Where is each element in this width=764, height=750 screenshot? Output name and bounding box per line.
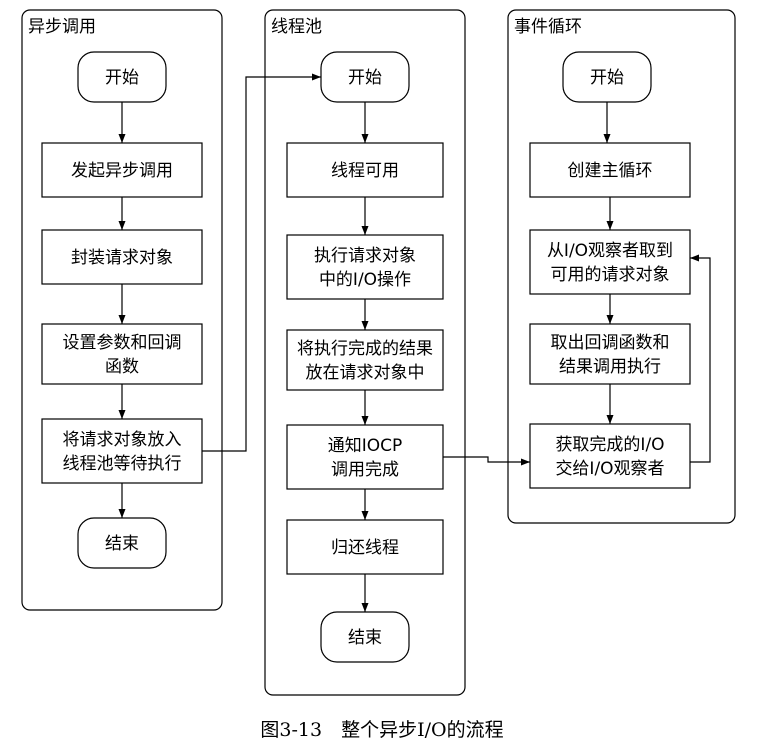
node-shape-a1 [41,142,203,198]
node-label-p_end: 结束 [348,628,382,648]
lane-async-frame [21,9,223,611]
figure-caption: 图3-13 整个异步I/O的流程 [260,719,503,741]
arrow-l4-to-l2 [690,254,711,463]
node-label-a_start: 开始 [105,68,139,88]
lane-loop-frame [507,9,736,524]
node-label-p4: 通知IOCP [328,436,403,456]
node-label-p3: 将执行完成的结果 [297,339,433,359]
node-shape-p5 [286,519,444,575]
node-label-l2: 从I/O观察者取到 [547,241,673,261]
terminal-node-p_end: 结束 [320,611,410,663]
node-label-l3: 结果调用执行 [559,357,661,377]
node-shape-l1 [529,142,691,198]
node-shape-a_end [77,517,167,569]
process-node-p5: 归还线程 [286,519,444,575]
node-shape-p_start [320,51,410,103]
process-node-l4: 获取完成的I/O 交给I/O观察者 [529,423,691,489]
process-node-p1: 线程可用 [286,142,444,198]
node-shape-a2 [41,229,203,285]
node-shape-a_start [77,51,167,103]
node-label-l_start: 开始 [590,68,624,88]
lane-pool: 线程池 [264,9,466,696]
terminal-node-p_start: 开始 [320,51,410,103]
arrow-p4-to-l4 [443,456,530,466]
node-shape-l2 [529,229,691,295]
node-label-l3: 取出回调函数和 [551,333,670,353]
node-shape-p1 [286,142,444,198]
node-label-p1: 线程可用 [331,161,399,181]
lane-loop: 事件循环 [507,9,736,524]
node-shape-p3 [286,329,444,391]
node-shape-l3 [529,323,691,385]
lane-pool-title: 线程池 [271,17,322,37]
node-label-l2: 可用的请求对象 [551,265,670,285]
arrow-a4-to-p_start [202,73,321,452]
node-shape-p4 [286,424,444,490]
node-shape-l_start [562,51,652,103]
node-label-a3: 函数 [105,357,139,377]
node-shape-a3 [41,323,203,385]
node-label-p5: 归还线程 [331,538,399,558]
node-label-l4: 获取完成的I/O [555,435,664,455]
lane-loop-title: 事件循环 [514,17,582,37]
terminal-node-a_end: 结束 [77,517,167,569]
node-label-p3: 放在请求对象中 [306,363,425,383]
process-node-a2: 封装请求对象 [41,229,203,285]
node-label-p2: 中的I/O操作 [319,270,411,290]
node-label-a1: 发起异步调用 [71,161,173,181]
node-label-a2: 封装请求对象 [71,248,173,268]
terminal-node-a_start: 开始 [77,51,167,103]
node-shape-p2 [286,234,444,300]
node-shape-l4 [529,423,691,489]
node-label-l1: 创建主循环 [568,161,653,181]
node-label-a4: 线程池等待执行 [63,454,182,474]
node-label-p2: 执行请求对象 [314,246,416,266]
lane-async-title: 异步调用 [28,17,96,37]
process-node-l1: 创建主循环 [529,142,691,198]
lane-pool-frame [264,9,466,696]
lane-async: 异步调用 [21,9,223,611]
node-shape-a4 [41,418,203,484]
terminal-node-l_start: 开始 [562,51,652,103]
node-label-p4: 调用完成 [331,460,399,480]
process-node-a1: 发起异步调用 [41,142,203,198]
node-label-p_start: 开始 [348,68,382,88]
node-label-l4: 交给I/O观察者 [555,459,664,479]
node-label-a3: 设置参数和回调 [63,333,182,353]
node-shape-p_end [320,611,410,663]
node-label-a4: 将请求对象放入 [63,430,182,450]
process-node-p4: 通知IOCP 调用完成 [286,424,444,490]
node-label-a_end: 结束 [105,534,139,554]
